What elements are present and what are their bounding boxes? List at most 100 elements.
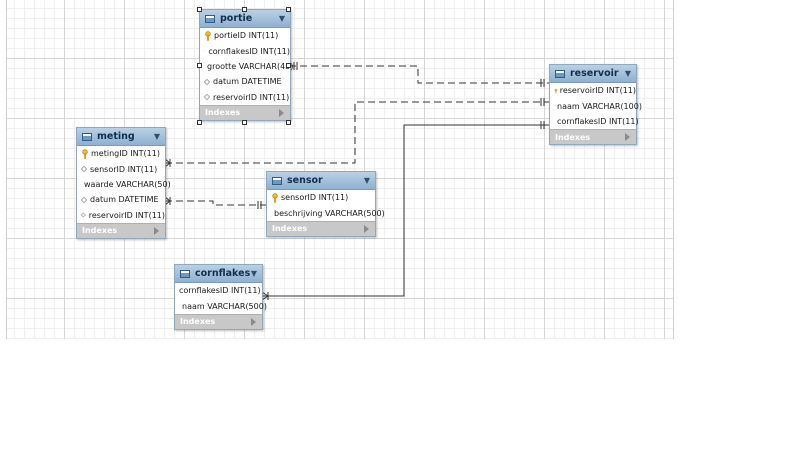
indexes-label: Indexes — [555, 132, 591, 142]
column-label: sensorID INT(11) — [281, 193, 349, 203]
column-diamond-icon — [204, 78, 210, 85]
column-diamond-icon — [204, 50, 206, 52]
relationship-meting-sensor — [165, 200, 266, 206]
selection-handle[interactable] — [197, 7, 202, 12]
table-header[interactable]: sensor ▼ — [267, 172, 375, 190]
collapse-arrow-icon[interactable]: ▼ — [278, 14, 285, 23]
indexes-label: Indexes — [272, 224, 308, 234]
column-row[interactable]: waarde VARCHAR(50) — [77, 177, 171, 192]
indexes-section[interactable]: Indexes — [267, 220, 375, 236]
diagram-canvas[interactable] — [6, 0, 674, 339]
relationship-crowfoot — [261, 291, 269, 297]
column-label: naam VARCHAR(100) — [557, 101, 642, 111]
column-row[interactable]: metingID INT(11) — [77, 146, 165, 161]
expand-arrow-icon[interactable] — [279, 108, 284, 117]
table-header[interactable]: meting ▼ — [77, 128, 165, 146]
column-label: cornflakesID INT(11) — [179, 286, 261, 296]
column-row[interactable]: naam VARCHAR(100) — [550, 98, 642, 113]
expand-arrow-icon[interactable] — [251, 317, 256, 326]
table-name: sensor — [287, 175, 323, 186]
column-row[interactable]: naam VARCHAR(500) — [175, 298, 267, 313]
primary-key-icon — [554, 88, 558, 93]
column-label: reservoirID INT(11) — [559, 86, 636, 96]
column-list: portieID INT(11) cornflakesID INT(11) groo… — [200, 28, 294, 105]
table-icon — [82, 132, 92, 141]
column-row[interactable]: reservoirID INT(11) — [77, 208, 165, 223]
indexes-section[interactable]: Indexes — [77, 222, 165, 238]
selection-handle[interactable] — [197, 63, 202, 68]
column-label: datum DATETIME — [90, 195, 159, 205]
column-row[interactable]: grootte VARCHAR(45) — [200, 59, 294, 74]
selection-handle[interactable] — [286, 120, 291, 125]
indexes-label: Indexes — [82, 226, 118, 236]
column-row[interactable]: cornflakesID INT(11) — [200, 43, 290, 58]
table-name: portie — [220, 13, 253, 24]
indexes-label: Indexes — [205, 108, 241, 118]
table-reservoir[interactable]: reservoir ▼ reservoirID INT(11) naam VARC… — [549, 64, 642, 146]
expand-arrow-icon[interactable] — [364, 224, 369, 233]
indexes-section[interactable]: Indexes — [175, 313, 262, 329]
canvas-left-edge — [6, 0, 7, 339]
column-row[interactable]: sensorID INT(11) — [267, 190, 375, 205]
primary-key-icon — [205, 30, 211, 41]
table-header[interactable]: cornflakes ▼ — [175, 265, 262, 283]
indexes-section[interactable]: Indexes — [550, 129, 636, 145]
column-row[interactable]: portieID INT(11) — [200, 28, 290, 43]
selection-handle[interactable] — [286, 7, 291, 12]
table-header[interactable]: reservoir ▼ — [550, 65, 636, 83]
primary-key-icon — [272, 192, 278, 203]
column-row[interactable]: cornflakesID INT(11) — [175, 283, 262, 298]
expand-arrow-icon[interactable] — [625, 133, 630, 142]
column-row[interactable]: cornflakesID INT(11) — [550, 114, 639, 129]
column-row[interactable]: beschrijving VARCHAR(500) — [267, 205, 385, 220]
column-label: reservoirID INT(11) — [88, 210, 165, 220]
column-row[interactable]: reservoirID INT(11) — [550, 83, 636, 98]
collapse-arrow-icon[interactable]: ▼ — [153, 132, 160, 141]
relationship-meting-reservoir — [165, 101, 549, 164]
column-label: grootte VARCHAR(45) — [207, 61, 294, 71]
table-header[interactable]: portie ▼ — [200, 10, 290, 28]
column-label: reservoirID INT(11) — [213, 92, 290, 102]
column-label: portieID INT(11) — [214, 31, 279, 41]
selection-handle[interactable] — [242, 120, 247, 125]
table-icon — [205, 14, 215, 23]
canvas-right-edge — [673, 0, 674, 339]
column-diamond-icon — [204, 94, 210, 101]
column-list: metingID INT(11) sensorID INT(11) waarde V… — [77, 146, 171, 223]
table-icon — [180, 269, 190, 278]
selection-handle[interactable] — [242, 7, 247, 12]
table-name: cornflakes — [195, 268, 251, 279]
column-label: naam VARCHAR(500) — [182, 301, 267, 311]
column-label: beschrijving VARCHAR(500) — [274, 208, 385, 218]
column-diamond-icon — [81, 166, 87, 173]
indexes-label: Indexes — [180, 317, 216, 327]
table-sensor[interactable]: sensor ▼ sensorID INT(11) beschrijving VA… — [266, 171, 385, 237]
collapse-arrow-icon[interactable]: ▼ — [624, 69, 631, 78]
collapse-arrow-icon[interactable]: ▼ — [363, 176, 370, 185]
table-meting[interactable]: meting ▼ metingID INT(11) sensorID INT(11… — [76, 127, 171, 239]
column-label: waarde VARCHAR(50) — [84, 179, 171, 189]
column-diamond-icon — [81, 212, 86, 218]
table-icon — [555, 69, 565, 78]
column-label: sensorID INT(11) — [90, 164, 158, 174]
relationship-cornflakes-reservoir — [262, 124, 549, 297]
collapse-arrow-icon[interactable]: ▼ — [250, 269, 257, 278]
relationship-portie-reservoir — [289, 65, 549, 84]
column-row[interactable]: sensorID INT(11) — [77, 161, 165, 176]
column-list: cornflakesID INT(11) naam VARCHAR(500) — [175, 283, 267, 314]
expand-arrow-icon[interactable] — [154, 226, 159, 235]
column-label: metingID INT(11) — [91, 149, 160, 159]
column-diamond-icon — [81, 196, 87, 203]
table-portie[interactable]: portie ▼ portieID INT(11) cornflakesID IN… — [199, 9, 294, 121]
selection-handle[interactable] — [286, 63, 291, 68]
primary-key-icon — [82, 148, 88, 159]
column-row[interactable]: datum DATETIME — [200, 74, 290, 89]
column-row[interactable]: datum DATETIME — [77, 192, 165, 207]
table-cornflakes[interactable]: cornflakes ▼ cornflakesID INT(11) naam VA… — [174, 264, 267, 330]
table-name: reservoir — [570, 68, 619, 79]
relationship-crowfoot — [261, 295, 269, 301]
column-row[interactable]: reservoirID INT(11) — [200, 90, 290, 105]
indexes-section[interactable]: Indexes — [200, 104, 290, 120]
selection-handle[interactable] — [197, 120, 202, 125]
